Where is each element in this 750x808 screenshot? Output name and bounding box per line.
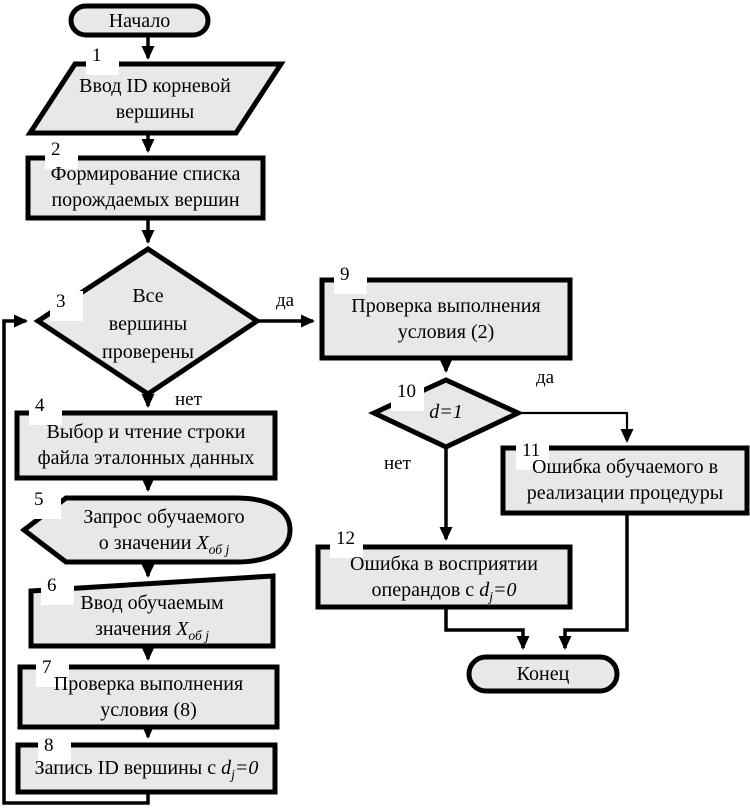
- block5-number: 5: [28, 489, 61, 519]
- block3-number: 3: [50, 291, 83, 321]
- block6-number: 6: [41, 575, 74, 605]
- connector-12-to-end: [444, 607, 530, 650]
- branch-no-label-3: нет: [175, 389, 202, 410]
- block5-display-shape: [19, 495, 293, 565]
- block10-number: 10: [391, 381, 424, 411]
- block6-manual-input-shape: [28, 573, 276, 649]
- connector-10-yes-to-11: [518, 411, 634, 443]
- end-terminator-shape: [466, 654, 620, 694]
- block1-number: 1: [86, 45, 119, 75]
- block7-number: 7: [36, 657, 69, 687]
- block12-number: 12: [330, 528, 363, 558]
- connector-loop-8-to-3: [2, 314, 150, 805]
- block3-decision-diamond: [33, 246, 262, 398]
- block8-number: 8: [38, 735, 71, 765]
- branch-yes-label-3: да: [276, 290, 295, 311]
- block2-number: 2: [45, 139, 78, 169]
- block8-process-rect: [15, 742, 278, 795]
- start-terminator-shape: [68, 3, 211, 38]
- branch-no-label-10: нет: [384, 453, 411, 474]
- branch-yes-label-10: да: [536, 367, 555, 388]
- block11-number: 11: [516, 440, 549, 470]
- block4-number: 4: [29, 395, 62, 425]
- block1-input-parallelogram: [25, 61, 286, 136]
- block9-number: 9: [334, 264, 367, 294]
- connector-11-to-end: [558, 513, 629, 650]
